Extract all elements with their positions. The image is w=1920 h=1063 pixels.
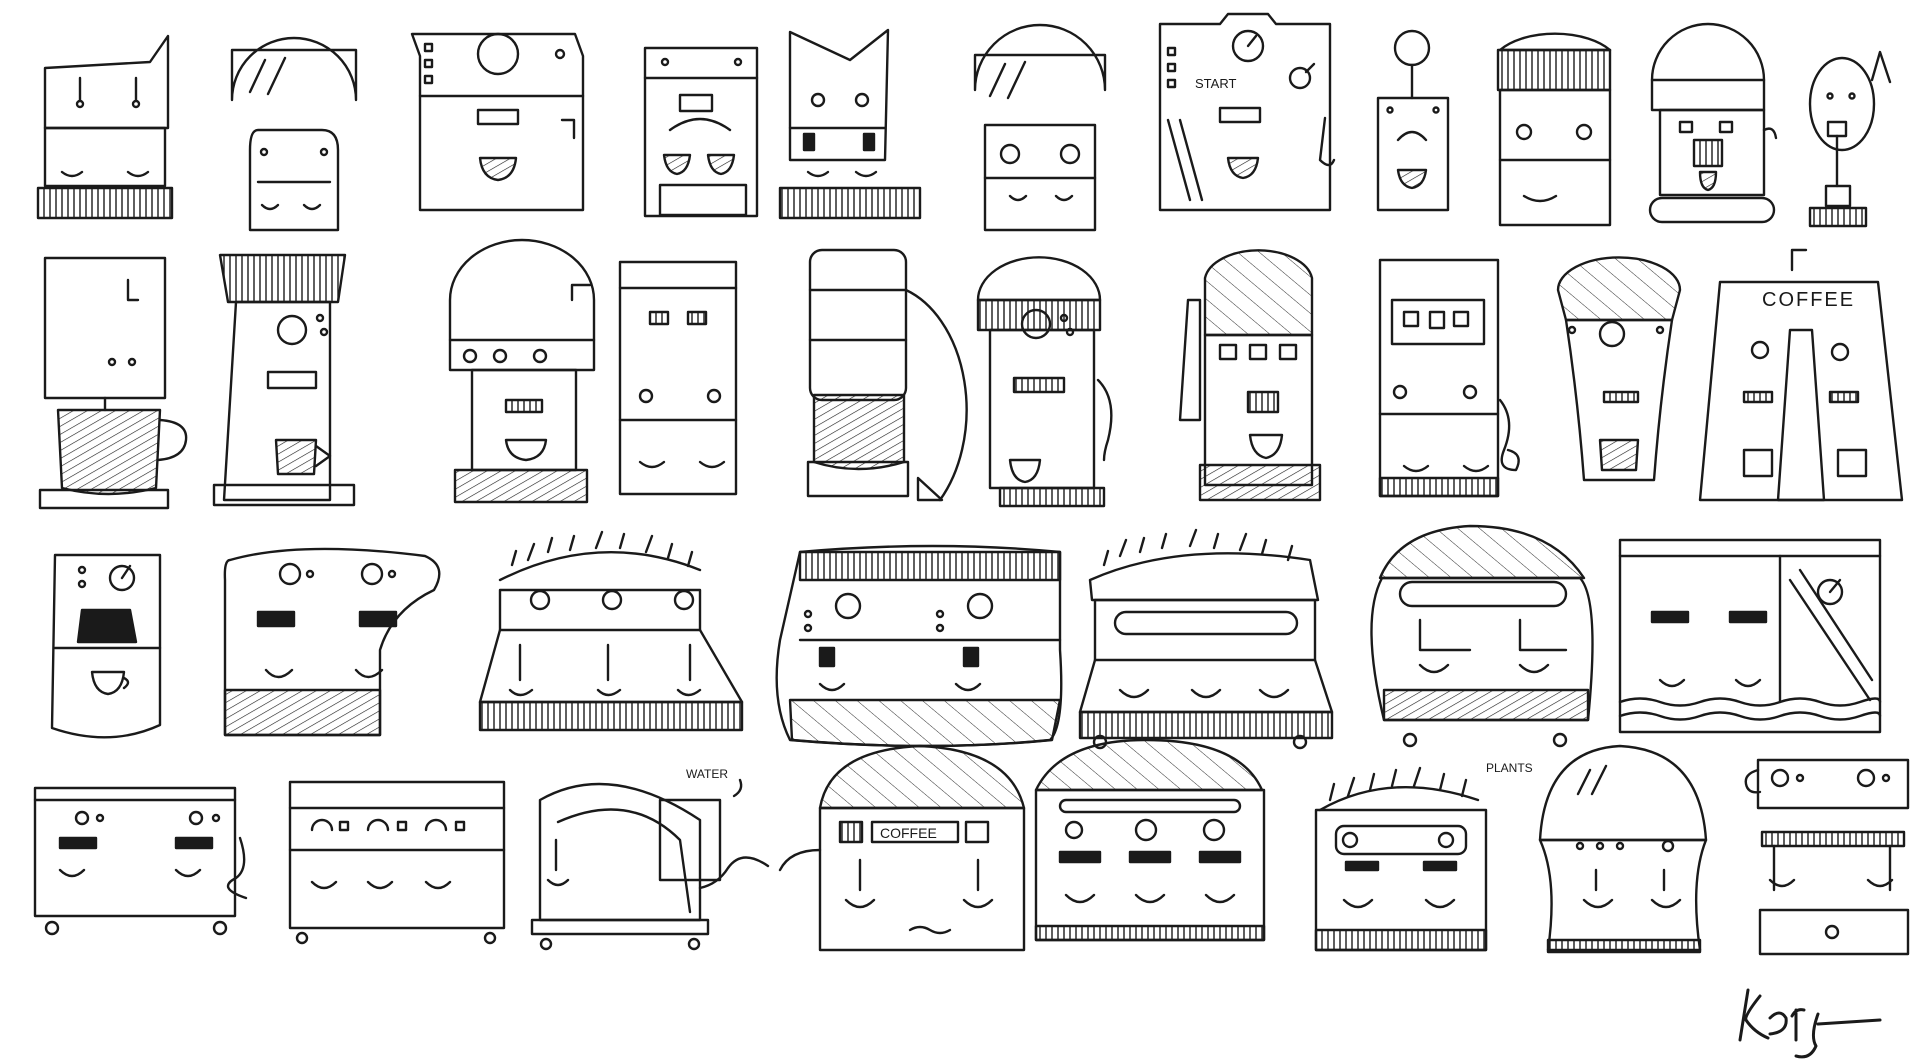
sketch-r1-3 bbox=[410, 32, 585, 212]
sketch-r2-9 bbox=[1556, 256, 1682, 482]
sketch-r3-4 bbox=[775, 544, 1063, 748]
sketch-r1-7: START bbox=[1158, 12, 1336, 212]
sketch-r4-3: WATER bbox=[530, 767, 770, 951]
sketch-r1-11 bbox=[1808, 50, 1892, 228]
sketch-r4-6: PLANTS bbox=[1314, 761, 1533, 952]
sketch-r1-5 bbox=[778, 28, 922, 220]
sketch-r4-4: COFFEE bbox=[778, 744, 1026, 952]
sketch-r2-5 bbox=[806, 248, 968, 502]
sketch-r2-3 bbox=[448, 238, 596, 504]
sketch-r2-1 bbox=[38, 256, 188, 510]
sketch-r3-2 bbox=[223, 547, 441, 737]
sketch-r1-2 bbox=[230, 36, 358, 232]
sketch-r1-4 bbox=[643, 46, 759, 218]
coffee-panel-label: COFFEE bbox=[880, 825, 937, 841]
sketch-r4-2 bbox=[288, 780, 506, 945]
sketch-r3-5 bbox=[1078, 528, 1334, 750]
coffee-tall-label: COFFEE bbox=[1762, 289, 1855, 311]
sketch-r1-10 bbox=[1648, 22, 1778, 224]
start-label: START bbox=[1195, 76, 1236, 91]
sketch-r3-1 bbox=[50, 553, 162, 739]
artist-signature bbox=[1738, 988, 1882, 1059]
sketch-r4-7 bbox=[1538, 744, 1708, 954]
sketch-r2-4 bbox=[618, 260, 738, 496]
sketch-r1-6 bbox=[973, 23, 1107, 232]
sketch-r4-5 bbox=[1034, 738, 1266, 942]
sketch-r4-1 bbox=[33, 786, 248, 936]
sketch-r2-7 bbox=[1178, 249, 1322, 502]
sketch-r2-6 bbox=[976, 256, 1113, 508]
sketch-r3-3 bbox=[478, 530, 744, 732]
sketch-r1-9 bbox=[1496, 32, 1612, 227]
sketch-r3-7 bbox=[1618, 538, 1882, 734]
sketch-r2-2 bbox=[212, 253, 356, 507]
sketch-r1-1 bbox=[36, 34, 174, 220]
sketch-r2-8 bbox=[1378, 258, 1520, 498]
sketch-r2-10: COFFEE bbox=[1698, 248, 1904, 502]
plants-label: PLANTS bbox=[1486, 761, 1533, 775]
sketch-r3-6 bbox=[1370, 524, 1594, 748]
sketch-r4-8 bbox=[1744, 758, 1910, 956]
sketch-r1-8 bbox=[1376, 29, 1450, 212]
water-label: WATER bbox=[686, 767, 728, 781]
